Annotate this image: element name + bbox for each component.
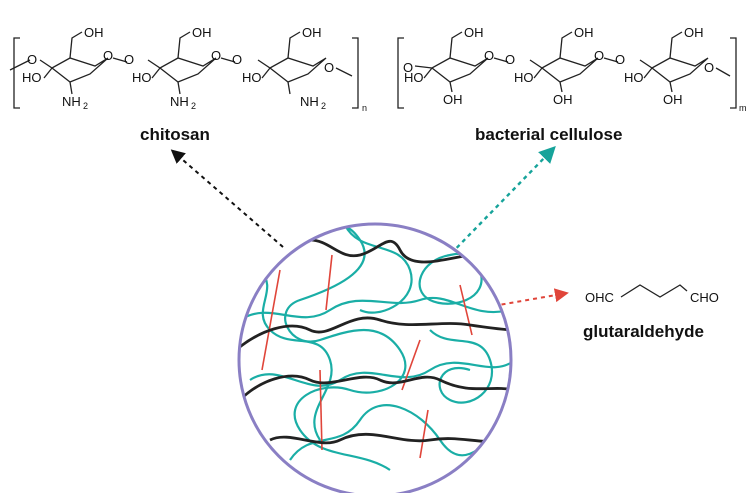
svg-text:O: O xyxy=(324,60,334,75)
svg-text:OH: OH xyxy=(574,25,594,40)
chitosan-ring-2: OH HO NH 2 O xyxy=(132,25,221,111)
cellulose-ring-1: O OH HO OH O xyxy=(403,25,494,107)
glutaraldehyde-label: glutaraldehyde xyxy=(583,322,704,341)
chitosan-ring-1: O OH HO NH 2 O xyxy=(9,25,113,111)
svg-text:OH: OH xyxy=(663,92,683,107)
svg-text:OH: OH xyxy=(84,25,104,40)
cellulose-right-bracket xyxy=(730,37,737,109)
svg-text:2: 2 xyxy=(191,101,196,111)
svg-text:O: O xyxy=(403,60,413,75)
glutaraldehyde-chain xyxy=(620,284,688,298)
svg-text:O: O xyxy=(103,48,113,63)
chitosan-structure: n O OH HO NH 2 O O OH HO NH 2 O xyxy=(9,25,367,144)
svg-text:HO: HO xyxy=(22,70,42,85)
network-circle xyxy=(237,222,513,493)
svg-text:NH: NH xyxy=(170,94,189,109)
svg-text:OH: OH xyxy=(553,92,573,107)
arrow-to-cellulose xyxy=(439,145,556,266)
svg-text:2: 2 xyxy=(83,101,88,111)
svg-text:O: O xyxy=(615,52,625,67)
svg-text:HO: HO xyxy=(624,70,644,85)
svg-text:O: O xyxy=(211,48,221,63)
cellulose-left-bracket xyxy=(397,37,404,109)
cellulose-ring-3: OH HO OH O xyxy=(624,25,731,107)
cellulose-ring-2: OH HO OH O xyxy=(514,25,604,107)
chitosan-right-bracket xyxy=(352,37,359,109)
svg-text:O: O xyxy=(124,52,134,67)
glutaraldehyde-right-group: CHO xyxy=(690,290,719,305)
glutaraldehyde-left-group: OHC xyxy=(585,290,614,305)
chitosan-ring-3: OH HO NH 2 O xyxy=(242,25,353,111)
svg-text:O: O xyxy=(594,48,604,63)
svg-text:O: O xyxy=(704,60,714,75)
svg-text:OH: OH xyxy=(684,25,704,40)
svg-text:O: O xyxy=(505,52,515,67)
svg-text:NH: NH xyxy=(62,94,81,109)
svg-text:O: O xyxy=(27,52,37,67)
cellulose-structure: m O OH HO OH O O OH HO OH O O xyxy=(397,25,747,144)
svg-text:2: 2 xyxy=(321,101,326,111)
svg-text:NH: NH xyxy=(300,94,319,109)
cellulose-label: bacterial cellulose xyxy=(475,125,622,144)
svg-text:OH: OH xyxy=(302,25,322,40)
svg-text:O: O xyxy=(484,48,494,63)
svg-text:HO: HO xyxy=(242,70,262,85)
svg-text:HO: HO xyxy=(132,70,152,85)
svg-text:HO: HO xyxy=(404,70,424,85)
svg-text:HO: HO xyxy=(514,70,534,85)
arrow-to-chitosan xyxy=(170,149,284,248)
svg-text:OH: OH xyxy=(192,25,212,40)
chitosan-label: chitosan xyxy=(140,125,210,144)
cellulose-repeat-subscript: m xyxy=(739,103,747,113)
chitosan-left-bracket xyxy=(13,37,20,109)
chitosan-repeat-subscript: n xyxy=(362,103,367,113)
circle-border xyxy=(237,222,513,493)
svg-text:O: O xyxy=(232,52,242,67)
glutaraldehyde-structure: OHC CHO glutaraldehyde xyxy=(583,284,719,341)
svg-text:OH: OH xyxy=(464,25,484,40)
svg-text:OH: OH xyxy=(443,92,463,107)
